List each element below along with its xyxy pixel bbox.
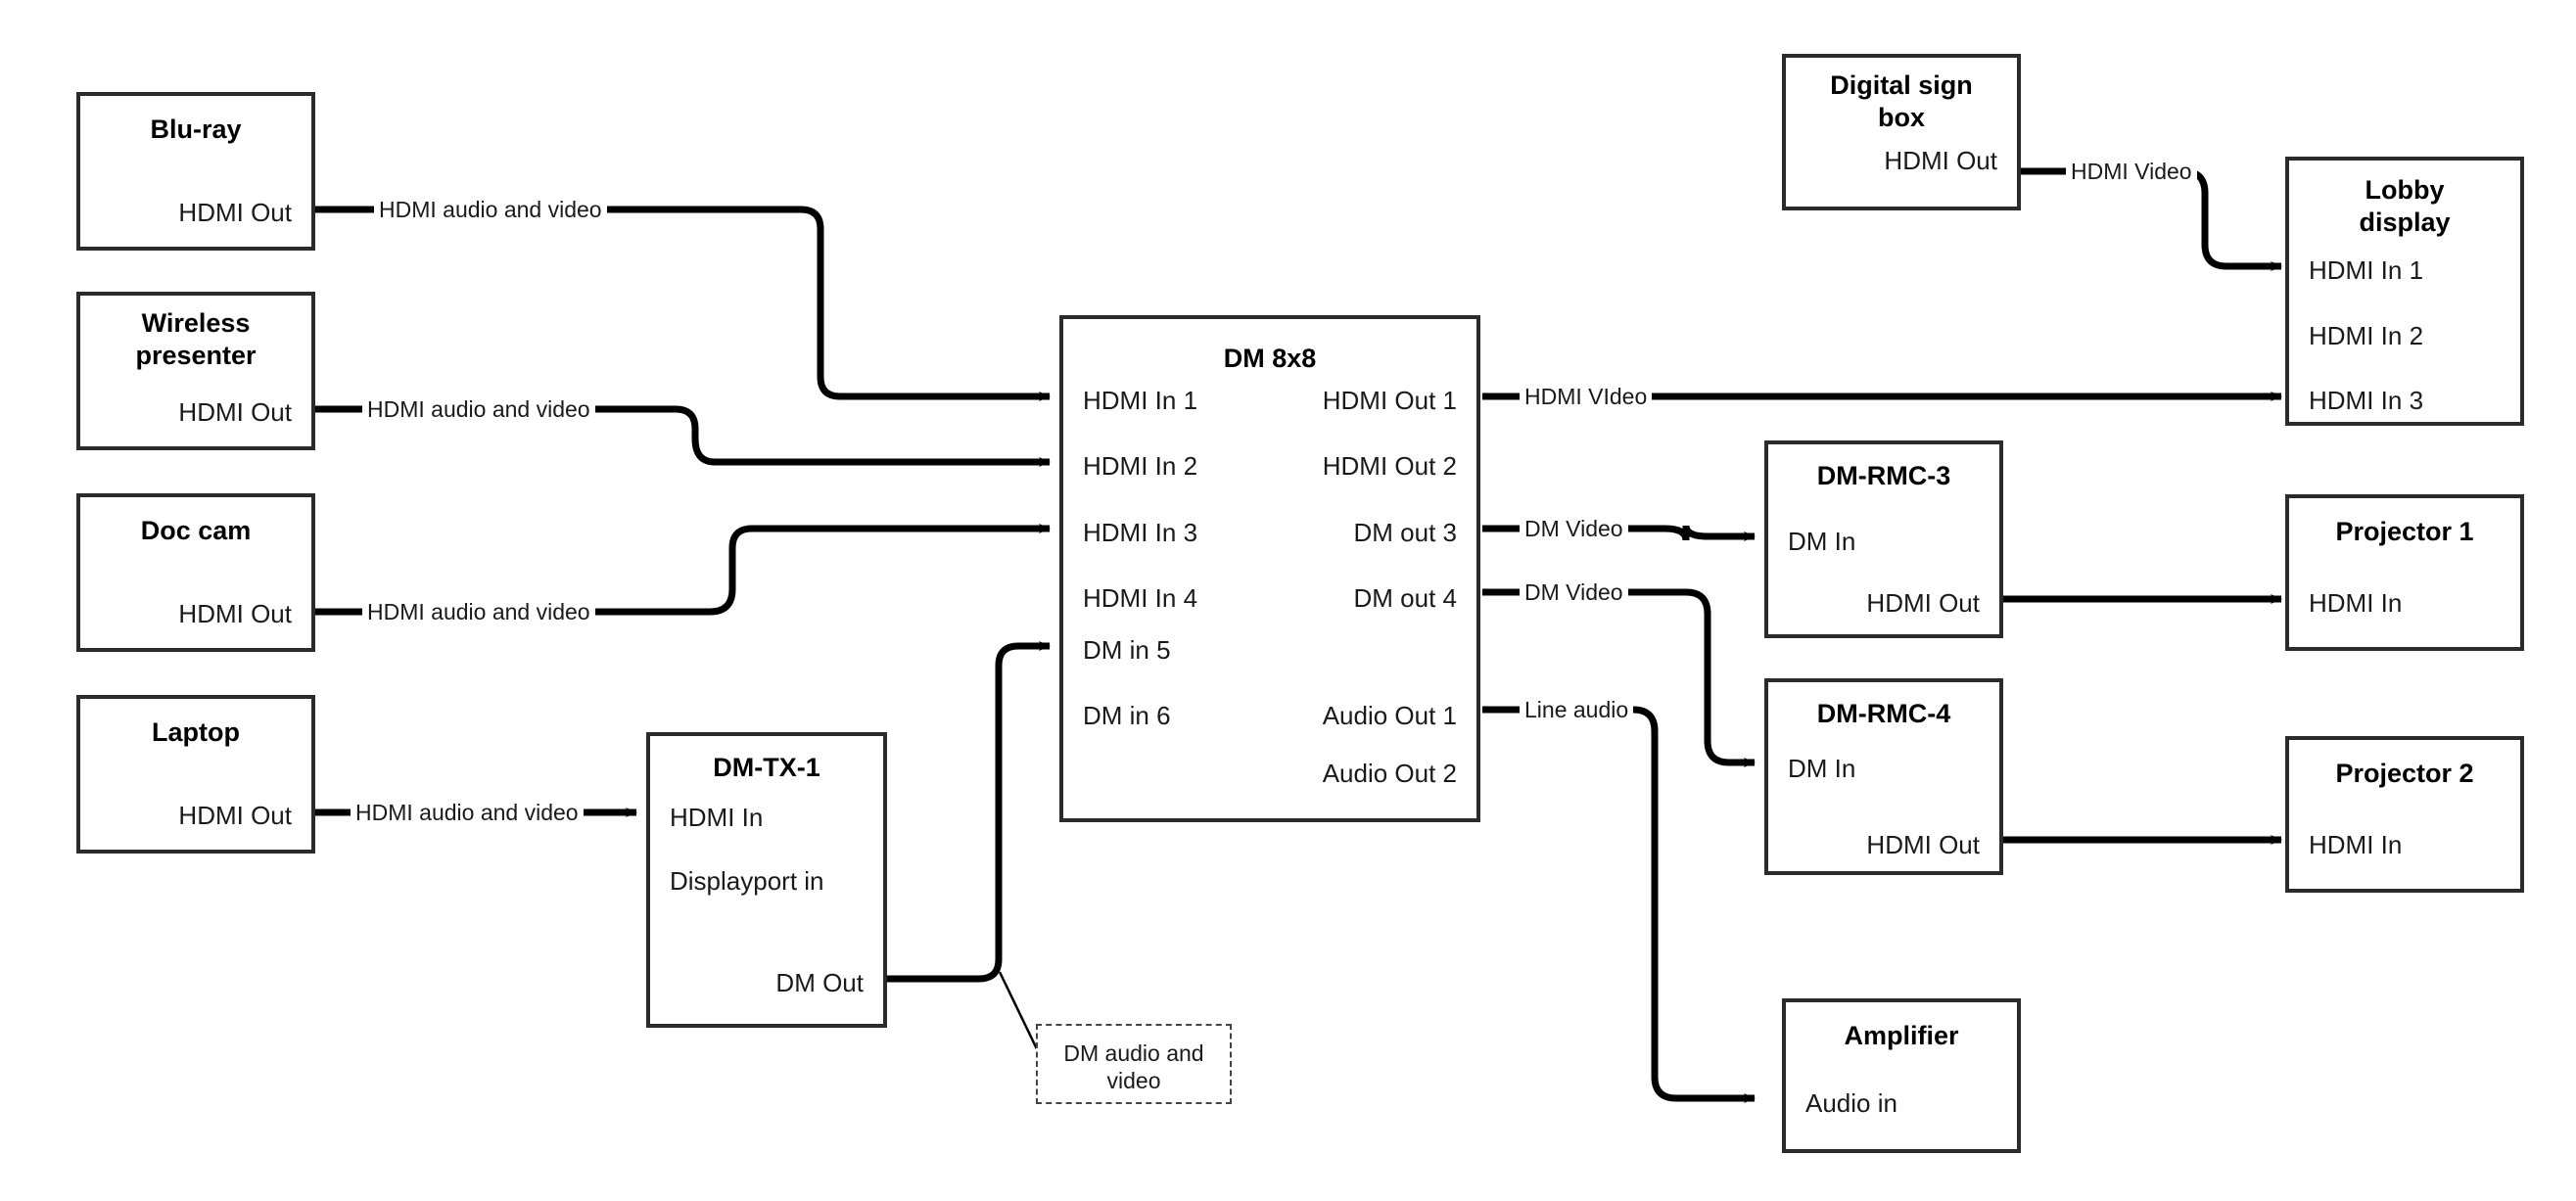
node-bluray-title: Blu-ray bbox=[150, 115, 242, 144]
node-doc-cam[interactable]: Doc cam HDMI Out bbox=[76, 493, 315, 652]
wire-label-bluray: HDMI audio and video bbox=[374, 197, 607, 222]
node-dm-rmc-3-title: DM-RMC-3 bbox=[1816, 461, 1951, 490]
leader-line-dm-note bbox=[998, 971, 1042, 1056]
wire-label-dm-out3: DM Video bbox=[1520, 516, 1628, 541]
node-dm-rmc-3-port-hdmi-out[interactable]: HDMI Out bbox=[1866, 588, 1980, 618]
node-laptop[interactable]: Laptop HDMI Out bbox=[76, 695, 315, 854]
node-dm-8x8-port-audio-out-2[interactable]: Audio Out 2 bbox=[1322, 759, 1457, 788]
wire-label-doccam: HDMI audio and video bbox=[362, 599, 595, 624]
node-lobby-display-title-line1: Lobby bbox=[2365, 175, 2445, 205]
node-dm-8x8-port-dm-out-4[interactable]: DM out 4 bbox=[1353, 583, 1458, 613]
node-dm-8x8-port-hdmi-in-1[interactable]: HDMI In 1 bbox=[1083, 386, 1198, 415]
node-dm-8x8-port-hdmi-in-4[interactable]: HDMI In 4 bbox=[1083, 583, 1198, 613]
node-dm-tx-1-port-displayport-in[interactable]: Displayport in bbox=[670, 866, 824, 896]
node-projector-1-title: Projector 1 bbox=[2335, 517, 2474, 546]
wire-bluray-to-dm-hdmi-in-1 bbox=[315, 206, 1051, 401]
node-dm-8x8-title: DM 8x8 bbox=[1223, 344, 1317, 373]
node-projector-1-port-hdmi-in[interactable]: HDMI In bbox=[2309, 588, 2403, 618]
node-dm-tx-1-title: DM-TX-1 bbox=[713, 753, 820, 782]
wire-dm-audio-out1-to-amplifier bbox=[1482, 706, 1756, 1103]
node-doc-cam-title: Doc cam bbox=[140, 516, 252, 545]
node-dm-tx-1-port-dm-out[interactable]: DM Out bbox=[775, 968, 864, 997]
node-bluray[interactable]: Blu-ray HDMI Out bbox=[76, 92, 315, 251]
wire-dmtx1-to-dm-in-5 bbox=[887, 641, 1051, 983]
wire-dm-out4-to-rmc4 bbox=[1482, 588, 1756, 767]
note-dm-audio-and-video-line1: DM audio and bbox=[1063, 1040, 1204, 1066]
wire-label-dm-audio-out1: Line audio bbox=[1520, 697, 1634, 722]
wire-label-wireless: HDMI audio and video bbox=[362, 396, 595, 422]
node-projector-2[interactable]: Projector 2 HDMI In bbox=[2285, 736, 2524, 893]
node-wireless-presenter-title-line2: presenter bbox=[135, 341, 257, 370]
node-wireless-presenter-title-line1: Wireless bbox=[141, 308, 251, 338]
node-amplifier-title: Amplifier bbox=[1844, 1021, 1959, 1050]
node-projector-2-port-hdmi-in[interactable]: HDMI In bbox=[2309, 830, 2403, 859]
node-lobby-display[interactable]: Lobby display HDMI In 1 HDMI In 2 HDMI I… bbox=[2285, 157, 2524, 426]
node-dm-8x8-port-dm-out-3[interactable]: DM out 3 bbox=[1353, 518, 1458, 547]
node-dm-rmc-4-title: DM-RMC-4 bbox=[1816, 699, 1951, 728]
node-laptop-title: Laptop bbox=[152, 717, 240, 747]
node-dm-rmc-3[interactable]: DM-RMC-3 DM In HDMI Out bbox=[1764, 440, 2003, 638]
wire-sign-to-lobby-hdmi-in-1 bbox=[2021, 167, 2282, 271]
node-dm-rmc-3-port-dm-in[interactable]: DM In bbox=[1788, 527, 1856, 556]
node-digital-sign-box-title-line1: Digital sign bbox=[1830, 70, 1973, 100]
note-dm-audio-and-video-line2: video bbox=[1106, 1068, 1161, 1093]
node-doc-cam-port-hdmi-out[interactable]: HDMI Out bbox=[178, 599, 292, 628]
node-lobby-display-port-hdmi-in-1[interactable]: HDMI In 1 bbox=[2309, 255, 2424, 285]
node-dm-8x8-port-audio-out-1[interactable]: Audio Out 1 bbox=[1322, 701, 1457, 730]
node-lobby-display-port-hdmi-in-2[interactable]: HDMI In 2 bbox=[2309, 321, 2424, 350]
node-projector-2-title: Projector 2 bbox=[2335, 759, 2474, 788]
wire-label-dm-out4: DM Video bbox=[1520, 579, 1628, 605]
node-digital-sign-box[interactable]: Digital sign box HDMI Out bbox=[1782, 54, 2021, 210]
node-amplifier-port-audio-in[interactable]: Audio in bbox=[1805, 1088, 1897, 1118]
node-wireless-presenter-port-hdmi-out[interactable]: HDMI Out bbox=[178, 397, 292, 427]
node-dm-8x8-port-hdmi-in-2[interactable]: HDMI In 2 bbox=[1083, 451, 1198, 481]
note-dm-audio-and-video: DM audio and video bbox=[1036, 1024, 1232, 1104]
wire-label-sign-hdmi-video: HDMI Video bbox=[2066, 159, 2197, 184]
wire-label-dm-hdmi-out1: HDMI VIdeo bbox=[1520, 384, 1653, 409]
node-laptop-port-hdmi-out[interactable]: HDMI Out bbox=[178, 801, 292, 830]
wire-label-laptop: HDMI audio and video bbox=[351, 800, 584, 825]
node-dm-8x8-port-hdmi-out-2[interactable]: HDMI Out 2 bbox=[1322, 451, 1457, 481]
node-amplifier[interactable]: Amplifier Audio in bbox=[1782, 998, 2021, 1153]
node-dm-8x8-port-dm-in-5[interactable]: DM in 5 bbox=[1083, 635, 1171, 665]
node-wireless-presenter[interactable]: Wireless presenter HDMI Out bbox=[76, 292, 315, 450]
node-dm-8x8[interactable]: DM 8x8 HDMI In 1 HDMI In 2 HDMI In 3 HDM… bbox=[1059, 315, 1480, 822]
node-dm-rmc-4-port-dm-in[interactable]: DM In bbox=[1788, 754, 1856, 783]
node-dm-8x8-port-hdmi-out-1[interactable]: HDMI Out 1 bbox=[1322, 386, 1457, 415]
node-dm-8x8-port-hdmi-in-3[interactable]: HDMI In 3 bbox=[1083, 518, 1198, 547]
node-lobby-display-title-line2: display bbox=[2359, 208, 2451, 237]
node-dm-rmc-4-port-hdmi-out[interactable]: HDMI Out bbox=[1866, 830, 1980, 859]
node-lobby-display-port-hdmi-in-3[interactable]: HDMI In 3 bbox=[2309, 386, 2424, 415]
node-projector-1[interactable]: Projector 1 HDMI In bbox=[2285, 494, 2524, 651]
node-dm-tx-1-port-hdmi-in[interactable]: HDMI In bbox=[670, 803, 764, 832]
node-digital-sign-box-title-line2: box bbox=[1877, 103, 1925, 132]
node-digital-sign-box-port-hdmi-out[interactable]: HDMI Out bbox=[1884, 146, 1997, 175]
node-bluray-port-hdmi-out[interactable]: HDMI Out bbox=[178, 198, 292, 227]
node-dm-rmc-4[interactable]: DM-RMC-4 DM In HDMI Out bbox=[1764, 678, 2003, 875]
node-dm-8x8-port-dm-in-6[interactable]: DM in 6 bbox=[1083, 701, 1171, 730]
node-dm-tx-1[interactable]: DM-TX-1 HDMI In Displayport in DM Out bbox=[646, 732, 887, 1028]
